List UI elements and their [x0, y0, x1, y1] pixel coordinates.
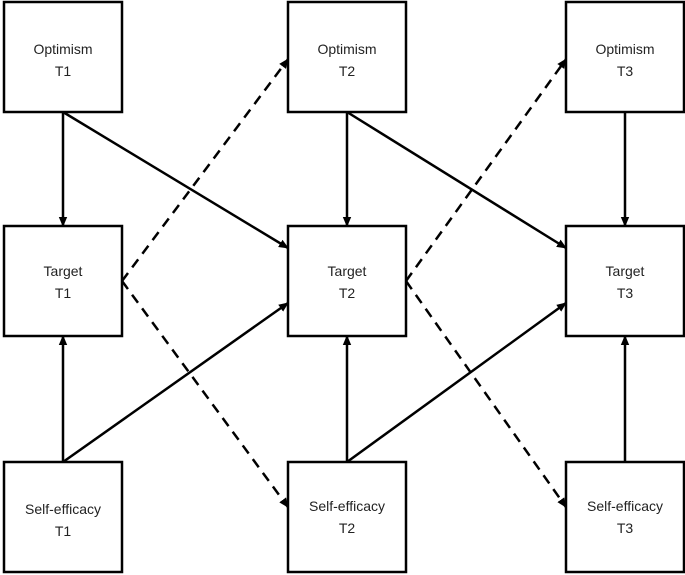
node-optimism-t2: Optimism T2 — [286, 0, 408, 114]
node-selfefficacy-t1-time: T1 — [55, 523, 72, 539]
node-optimism-t1-label: Optimism — [33, 41, 92, 57]
node-target-t3-box — [564, 224, 685, 338]
node-selfefficacy-t3-time: T3 — [617, 520, 634, 536]
node-optimism-t1: Optimism T1 — [2, 0, 124, 114]
arrow-optimism-t1-to-target-t2 — [62, 110, 289, 250]
node-selfefficacy-t3-box — [564, 460, 685, 574]
node-target-t2-box — [286, 224, 408, 338]
node-optimism-t2-box — [286, 0, 408, 114]
node-target-t3: Target T3 — [564, 224, 685, 338]
arrow-target-t1-to-selfefficacy-t2 — [120, 280, 290, 508]
node-target-t1-label: Target — [44, 263, 83, 279]
arrow-selfefficacy-t2-to-target-t3 — [346, 301, 567, 464]
node-target-t3-time: T3 — [617, 285, 634, 301]
arrow-target-t1-to-optimism-t2 — [120, 58, 290, 282]
node-target-t2-time: T2 — [339, 285, 356, 301]
node-target-t1-box — [2, 224, 124, 338]
node-selfefficacy-t2-label: Self-efficacy — [309, 498, 385, 514]
node-optimism-t3-label: Optimism — [595, 41, 654, 57]
node-selfefficacy-t1-box — [2, 460, 124, 574]
node-optimism-t1-time: T1 — [55, 63, 72, 79]
node-optimism-t2-label: Optimism — [317, 41, 376, 57]
node-selfefficacy-t2-time: T2 — [339, 520, 356, 536]
node-target-t1: Target T1 — [2, 224, 124, 338]
arrow-optimism-t2-to-target-t3 — [346, 110, 567, 250]
node-optimism-t3-box — [564, 0, 685, 114]
node-optimism-t2-time: T2 — [339, 63, 356, 79]
edges-layer — [58, 58, 630, 508]
node-optimism-t3-time: T3 — [617, 63, 634, 79]
node-target-t1-time: T1 — [55, 285, 72, 301]
node-target-t2: Target T2 — [286, 224, 408, 338]
node-selfefficacy-t3-label: Self-efficacy — [587, 498, 663, 514]
node-target-t3-label: Target — [606, 263, 645, 279]
node-selfefficacy-t1-label: Self-efficacy — [25, 501, 101, 517]
arrow-selfefficacy-t1-to-target-t2 — [62, 301, 289, 464]
node-selfefficacy-t3: Self-efficacy T3 — [564, 460, 685, 574]
node-optimism-t3: Optimism T3 — [564, 0, 685, 114]
node-selfefficacy-t2-box — [286, 460, 408, 574]
node-selfefficacy-t2: Self-efficacy T2 — [286, 460, 408, 574]
node-target-t2-label: Target — [328, 263, 367, 279]
arrow-target-t2-to-selfefficacy-t3 — [404, 280, 568, 508]
node-optimism-t1-box — [2, 0, 124, 114]
node-selfefficacy-t1: Self-efficacy T1 — [2, 460, 124, 574]
arrow-target-t2-to-optimism-t3 — [404, 58, 568, 282]
